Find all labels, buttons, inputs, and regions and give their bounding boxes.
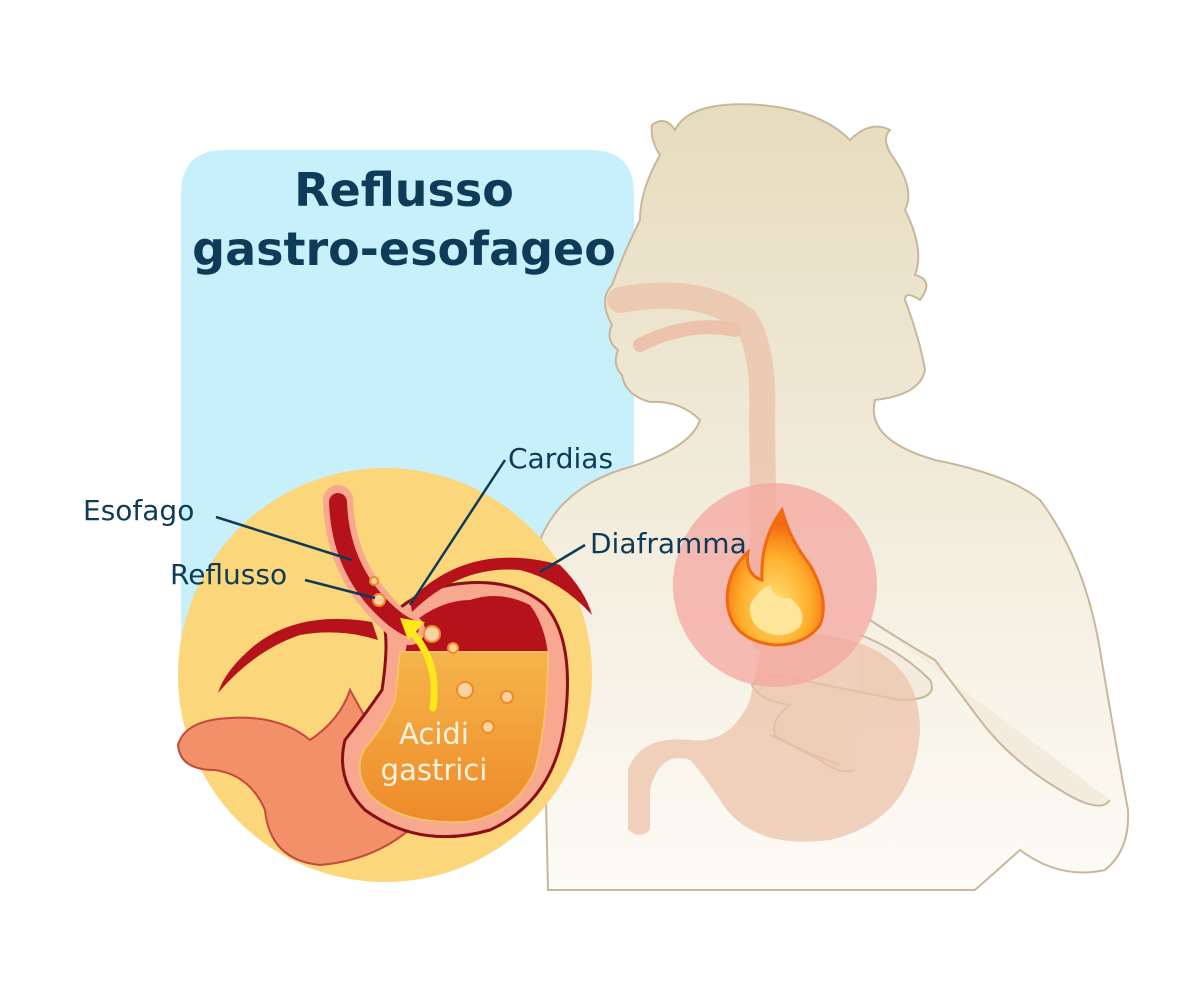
stomach-inner-top <box>405 596 548 655</box>
leader-lines <box>215 459 586 606</box>
stomach-silhouette <box>628 630 920 842</box>
label-acidi: Acidi <box>399 717 469 751</box>
acid-bubbles <box>369 576 514 734</box>
title-line-1: Reflusso <box>294 163 514 217</box>
title-line-2: gastro-esofageo <box>192 222 616 276</box>
mouth-silhouette <box>633 320 742 352</box>
label-esofago: Esofago <box>83 494 194 527</box>
esophagus-silhouette <box>607 282 778 653</box>
label-gastrici: gastrici <box>381 753 488 787</box>
diaphragm-right <box>410 557 592 615</box>
reflux-arrowhead <box>400 618 425 640</box>
label-reflusso: Reflusso <box>170 558 287 591</box>
reflux-arrow <box>404 624 438 712</box>
flame-inner <box>749 585 803 636</box>
label-cardias: Cardias <box>508 442 613 475</box>
label-diaframma: Diaframma <box>590 527 747 560</box>
diaphragm-left <box>218 618 378 693</box>
